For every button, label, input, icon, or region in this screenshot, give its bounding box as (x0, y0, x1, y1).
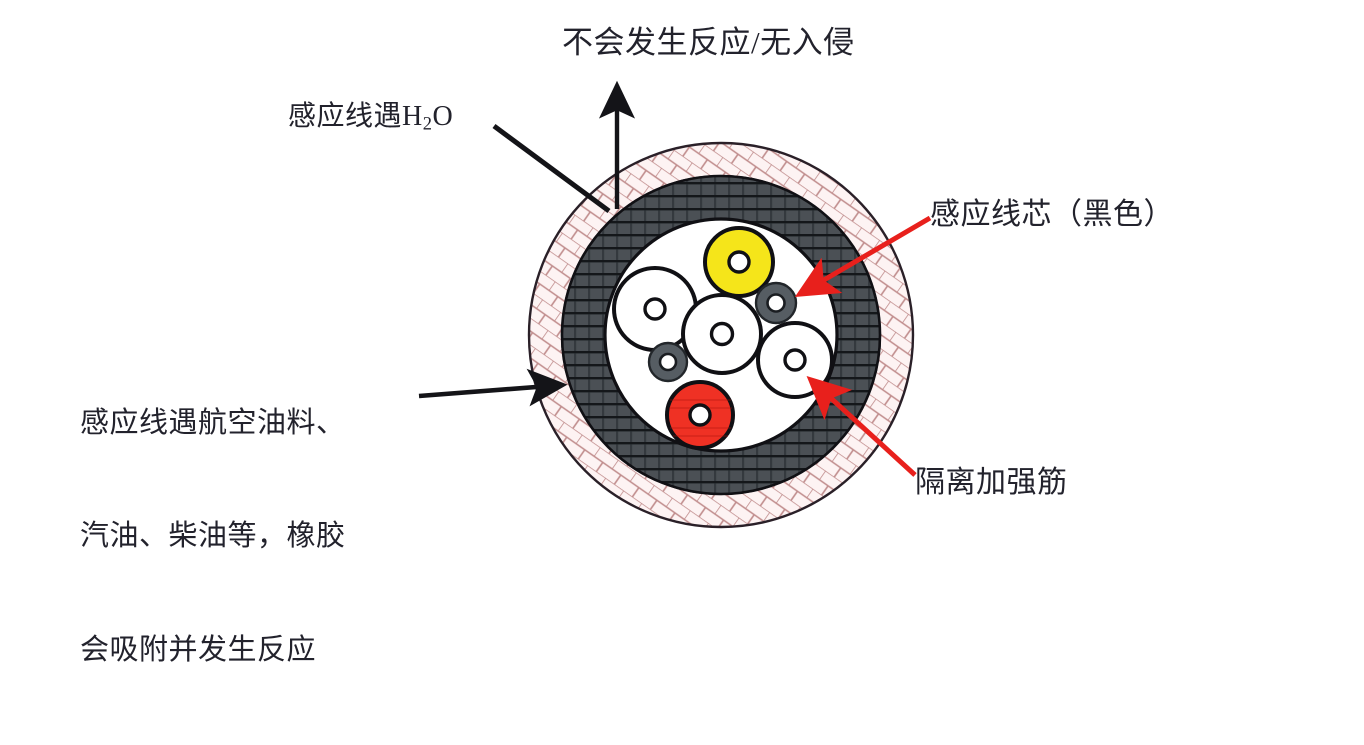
label-fuel-reaction-line-1: 感应线遇航空油料、 (80, 407, 346, 440)
conductor-yellow (703, 226, 775, 298)
label-sensing-core: 感应线芯（黑色） (930, 198, 1174, 231)
arrow-sensing-core (794, 215, 932, 298)
label-fuel-reaction: 感应线遇航空油料、 汽油、柴油等，橡胶 会吸附并发生反应 (80, 330, 346, 745)
braid-shield-ring (0, 0, 1364, 548)
conductor-red (665, 380, 735, 450)
label-sensing-wire-water: 感应线遇H2O (288, 99, 453, 135)
label-h2o-subscript: 2 (422, 113, 433, 134)
diagram-canvas: 不会发生反应/无入侵 感应线遇H2O 感应线芯（黑色） 隔离加强筋 感应线遇航空… (0, 0, 1364, 666)
cable-body (0, 0, 1364, 548)
label-no-reaction: 不会发生反应/无入侵 (562, 25, 855, 60)
label-fuel-reaction-line-3: 会吸附并发生反应 (80, 633, 317, 666)
label-fuel-reaction-line-2: 汽油、柴油等，橡胶 (80, 520, 346, 553)
sensing-core-lower (647, 341, 689, 383)
arrow-isolation-rib (806, 375, 917, 477)
cable-cross-section-illustration (0, 0, 1364, 548)
leader-h2o (492, 123, 611, 214)
label-isolation-rib: 隔离加强筋 (915, 466, 1068, 499)
label-h2o-prefix: 感应线遇H (288, 101, 423, 132)
label-h2o-suffix: O (432, 101, 454, 132)
annotation-arrows (418, 80, 932, 477)
sensing-core-upper (754, 281, 798, 325)
conductor-white-center (681, 293, 763, 375)
conductor-white-left (612, 266, 698, 352)
arrow-fuel-reaction (418, 368, 568, 407)
